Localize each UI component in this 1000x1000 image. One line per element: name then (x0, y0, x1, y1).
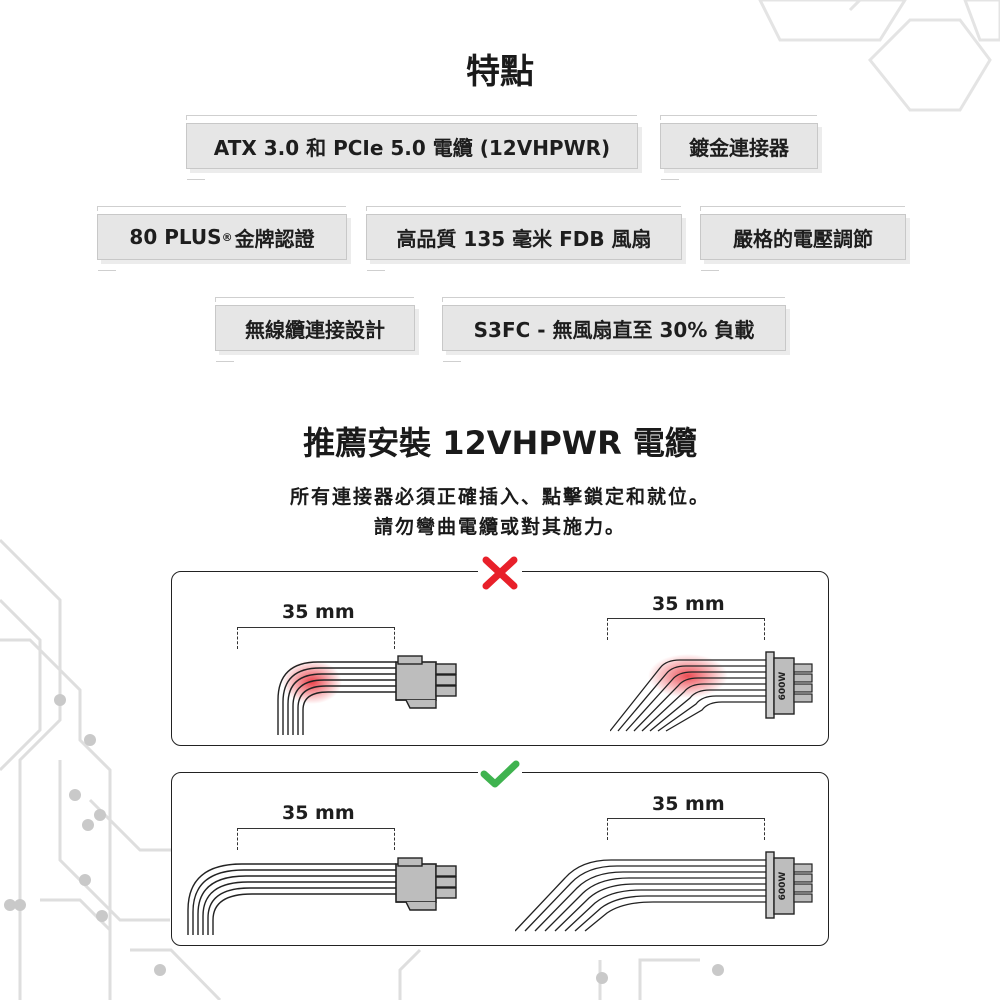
feature-tag-gold-connectors: 鍍金連接器 (660, 115, 818, 180)
bent-cable-12vhpwr-illustration: 600W (610, 651, 813, 732)
feature-tag-label: 無線纜連接設計 (245, 317, 385, 342)
cross-icon (478, 556, 522, 590)
feature-tag-atx: ATX 3.0 和 PCIe 5.0 電纜 (12VHPWR) (186, 115, 638, 180)
feature-tag-label: 80 PLUS (129, 225, 222, 249)
feature-tag-label-rest: 金牌認證 (234, 226, 315, 251)
install-title: 推薦安裝 12VHPWR 電纜 (303, 424, 697, 462)
feature-tag-label: 鍍金連接器 (689, 135, 789, 160)
feature-tag-80plus: 80 PLUS® 金牌認證 (97, 206, 347, 271)
dimension-bracket-left (237, 828, 395, 850)
dimension-label-left: 35 mm (282, 601, 355, 623)
registered-mark: ® (221, 230, 233, 244)
straight-cable-8pin-illustration (187, 857, 457, 935)
dimension-bracket-right (607, 818, 765, 840)
feature-tag-label: S3FC - 無風扇直至 30% 負載 (473, 317, 755, 342)
feature-tag-label: ATX 3.0 和 PCIe 5.0 電纜 (12VHPWR) (213, 135, 611, 160)
connector-rating-label: 600W (778, 672, 788, 701)
dimension-label-right: 35 mm (652, 593, 725, 615)
dimension-bracket-right (607, 618, 765, 640)
feature-tag-voltage: 嚴格的電壓調節 (700, 206, 906, 271)
feature-tag-label: 嚴格的電壓調節 (733, 226, 873, 251)
dimension-label-right: 35 mm (652, 793, 725, 815)
feature-tag-s3fc: S3FC - 無風扇直至 30% 負載 (442, 297, 786, 362)
dimension-label-left: 35 mm (282, 802, 355, 824)
install-instruction-2: 請勿彎曲電纜或對其施力。 (373, 516, 626, 538)
install-instruction-1: 所有連接器必須正確插入、點擊鎖定和就位。 (289, 486, 710, 508)
connector-rating-label: 600W (778, 872, 788, 901)
feature-tag-cableless: 無線纜連接設計 (215, 297, 415, 362)
dimension-bracket-left (237, 627, 395, 649)
feature-tag-label: 高品質 135 毫米 FDB 風扇 (396, 226, 652, 251)
feature-tag-fan: 高品質 135 毫米 FDB 風扇 (366, 206, 682, 271)
features-title: 特點 (466, 52, 534, 92)
bent-cable-8pin-illustration (277, 655, 457, 735)
check-icon (478, 757, 522, 791)
straight-cable-12vhpwr-illustration: 600W (515, 851, 813, 932)
